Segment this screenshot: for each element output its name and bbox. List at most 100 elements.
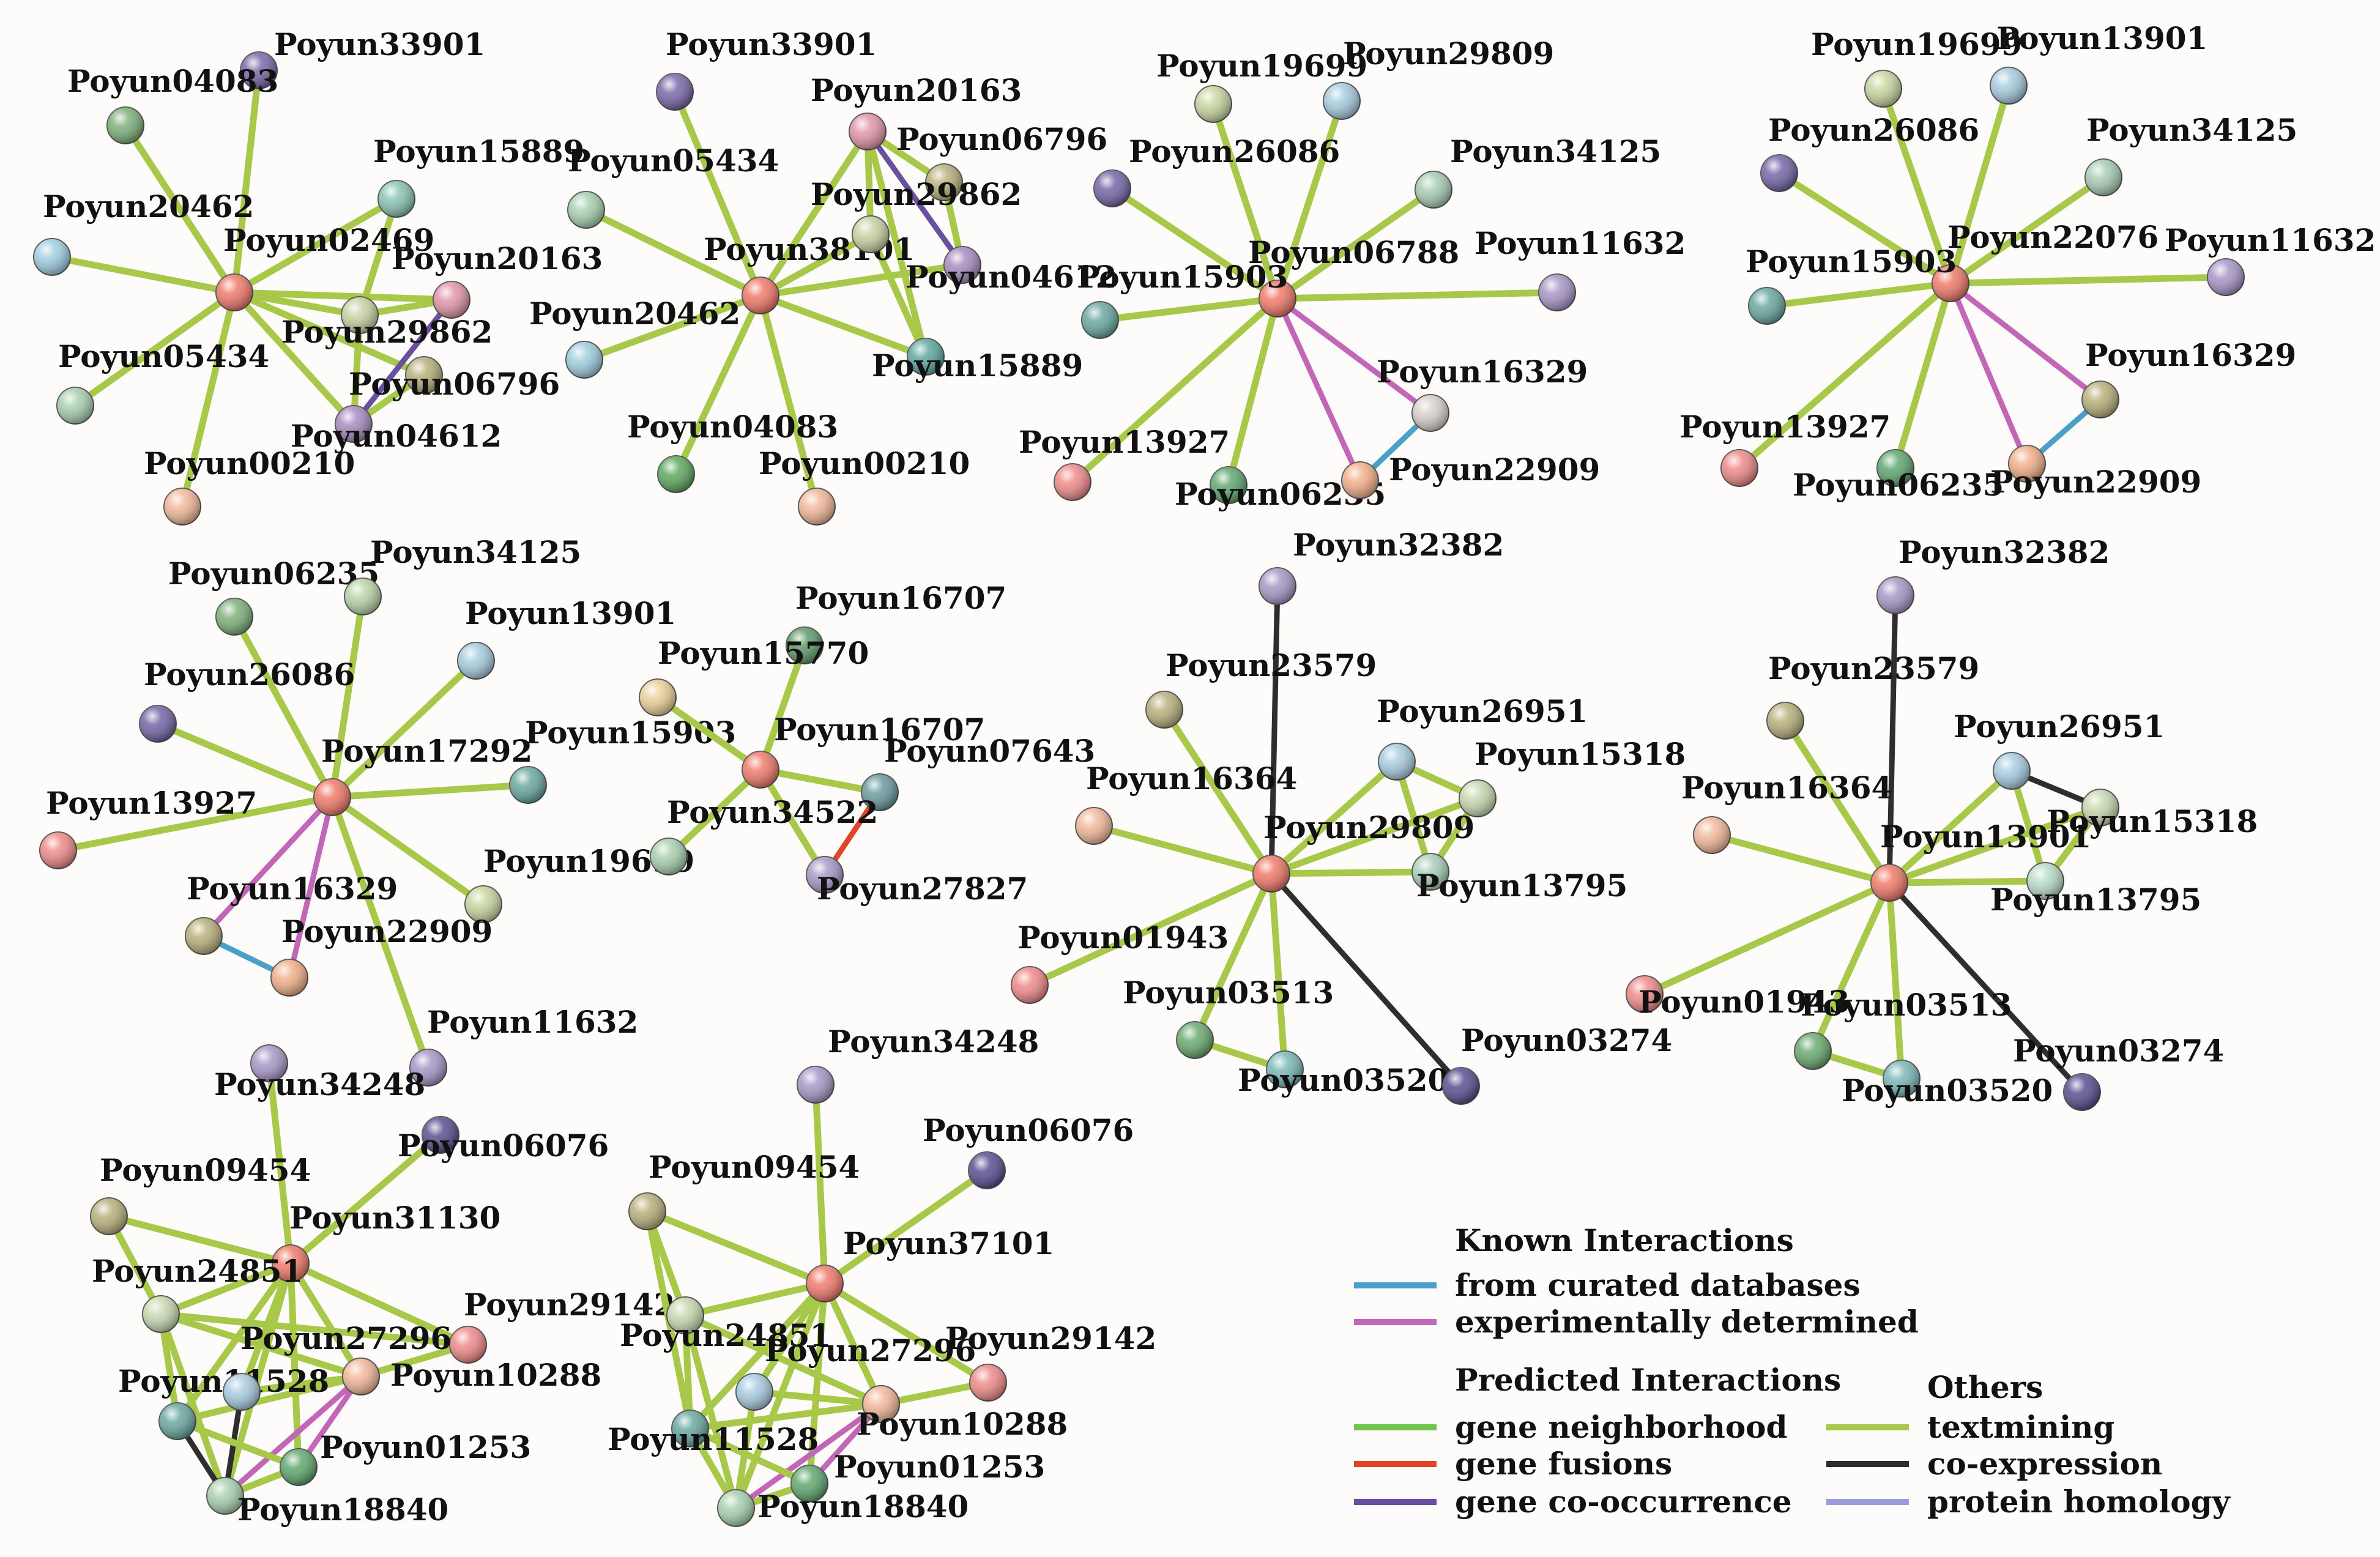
node-label-poyun15903: Poyun15903	[1746, 243, 1957, 280]
node-shading	[1883, 1060, 1920, 1097]
edge-poyun29809-poyun16364-textmining	[1090, 822, 1275, 877]
legend-label-textmining: textmining	[1927, 1409, 2114, 1445]
node-label-poyun07643: Poyun07643	[884, 733, 1095, 769]
node-label-poyun13795: Poyun13795	[1416, 868, 1627, 904]
edge-poyun13901-poyun13795-textmining	[1886, 877, 2049, 886]
node-shading	[907, 338, 944, 375]
edge-poyun22076-poyun13927-textmining	[1736, 280, 1954, 472]
node-label-poyun05434: Poyun05434	[58, 338, 269, 374]
edge-poyun29862-poyun15889-textmining	[867, 231, 929, 360]
node-label-poyun06076: Poyun06076	[398, 1128, 609, 1164]
node-label-poyun31130: Poyun31130	[289, 1200, 500, 1236]
node-shading	[139, 705, 176, 742]
edge-poyun29809-poyun03513-textmining	[1191, 870, 1275, 1044]
node-shading	[1761, 155, 1798, 191]
node-label-poyun34125: Poyun34125	[1450, 133, 1661, 169]
node-shading	[1749, 288, 1785, 324]
node-label-poyun34125: Poyun34125	[370, 534, 581, 570]
node-shading	[91, 1198, 127, 1235]
node-label-poyun05434: Poyun05434	[568, 143, 779, 179]
node-label-poyun04612: Poyun04612	[906, 259, 1117, 295]
node-label-poyun13901: Poyun13901	[1880, 819, 2091, 855]
edge-poyun22076-poyun26086-textmining	[1776, 169, 1954, 287]
node-shading	[658, 456, 694, 492]
edge-poyun11528b-poyun18840-textmining	[732, 1388, 758, 1512]
node-shading	[510, 767, 546, 803]
edge-poyun29809-poyun32382-coexpression	[1268, 583, 1281, 877]
edge-poyun20163-poyun04612-cooccurrence	[351, 297, 455, 427]
node-label-poyun26951: Poyun26951	[1954, 708, 2165, 745]
node-shading	[1412, 853, 1449, 890]
edge-poyun02469-poyun05434-textmining	[72, 289, 238, 409]
edge-poyun24851-poyun18840-textmining	[157, 1310, 229, 1499]
node-label-poyun13927: Poyun13927	[1679, 409, 1891, 445]
node-shading	[1794, 1033, 1831, 1069]
node-label-poyun13795: Poyun13795	[1990, 882, 2201, 918]
node-shading	[970, 1364, 1006, 1401]
node-shading	[1195, 86, 1232, 122]
node-shading	[433, 281, 470, 318]
node-label-poyun01253: Poyun01253	[320, 1429, 531, 1465]
node-label-poyun20462: Poyun20462	[529, 295, 740, 332]
node-shading	[216, 598, 253, 635]
edge-poyun31130-poyun09454-textmining	[105, 1213, 294, 1267]
node-label-poyun16364: Poyun16364	[1681, 770, 1892, 806]
node-label-poyun06796: Poyun06796	[349, 366, 560, 402]
edge-poyun06788-poyun16329-experimental	[1274, 295, 1434, 416]
node-label-poyun09454: Poyun09454	[649, 1149, 860, 1185]
edge-poyun38101-poyun00210-textmining	[757, 292, 820, 510]
edge-poyun17292-poyun06235-textmining	[231, 613, 336, 801]
node-shading	[566, 341, 603, 378]
node-label-poyun13901: Poyun13901	[465, 595, 676, 631]
node-label-poyun27827: Poyun27827	[817, 871, 1028, 907]
edge-poyun31130-poyun29142-textmining	[287, 1260, 472, 1348]
edge-poyun06788-poyun11632-textmining	[1274, 289, 1561, 302]
network-poyun17292: Poyun17292Poyun06235Poyun34125Poyun13901…	[39, 534, 736, 1087]
edge-poyun29809-poyun03274-coexpression	[1268, 871, 1464, 1089]
node-shading	[271, 959, 308, 996]
node-label-poyun15770: Poyun15770	[658, 635, 869, 671]
node-label-poyun23579: Poyun23579	[1768, 650, 1979, 686]
node-shading	[1415, 171, 1452, 208]
edge-poyun16707-poyun16707b-textmining	[757, 642, 808, 773]
node-shading	[2082, 381, 2119, 418]
network-poyun02469: Poyun02469Poyun33901Poyun04083Poyun15889…	[33, 26, 603, 526]
node-label-poyun24851: Poyun24851	[620, 1317, 831, 1353]
node-shading	[107, 107, 144, 144]
node-shading	[1177, 1022, 1213, 1058]
node-shading	[1877, 450, 1914, 486]
node-label-poyun17292: Poyun17292	[321, 733, 532, 769]
edge-poyun37101-poyun09454-textmining	[644, 1208, 828, 1287]
edge-poyun06788-poyun29809-textmining	[1274, 97, 1345, 302]
node-shading	[378, 180, 415, 217]
node-shading	[1210, 467, 1247, 504]
legend: Known Interactions from curated database…	[1354, 1222, 2231, 1520]
node-label-poyun06796: Poyun06796	[896, 121, 1107, 157]
edge-poyun37101-poyun29142-textmining	[821, 1280, 992, 1386]
edge-poyun16707-poyun34522-textmining	[665, 766, 764, 860]
node-label-poyun22076: Poyun22076	[1947, 219, 2159, 255]
network-poyun29809: Poyun29809Poyun32382Poyun23579Poyun26951…	[1011, 527, 1686, 1105]
edge-poyun37101-poyun06076-textmining	[821, 1167, 991, 1287]
node-shading	[1993, 752, 2030, 789]
node-shading	[806, 857, 843, 893]
node-label-poyun06076: Poyun06076	[923, 1112, 1134, 1148]
node-label-poyun29862: Poyun29862	[811, 176, 1022, 212]
edge-poyun29809-poyun13795-textmining	[1268, 868, 1434, 877]
network-poyun38101: Poyun38101Poyun33901Poyun05434Poyun20163…	[529, 26, 1117, 526]
node-shading	[2064, 1074, 2100, 1110]
node-shading	[1266, 1051, 1303, 1088]
node-label-poyun04612: Poyun04612	[291, 418, 502, 454]
node-shading	[786, 627, 823, 664]
node-shading	[2082, 789, 2119, 826]
node-shading	[797, 1066, 834, 1103]
edge-poyun13901-poyun32382-coexpression	[1886, 592, 1898, 886]
edge-poyun13901-poyun01943-textmining	[1641, 879, 1893, 998]
node-shading	[280, 1449, 317, 1485]
node-shading	[798, 488, 835, 525]
node-label-poyun23579: Poyun23579	[1166, 647, 1377, 683]
node-shading	[240, 52, 277, 89]
edge-poyun31130-poyun24851-textmining	[157, 1260, 294, 1318]
node-label-poyun13901: Poyun13901	[1996, 20, 2207, 56]
